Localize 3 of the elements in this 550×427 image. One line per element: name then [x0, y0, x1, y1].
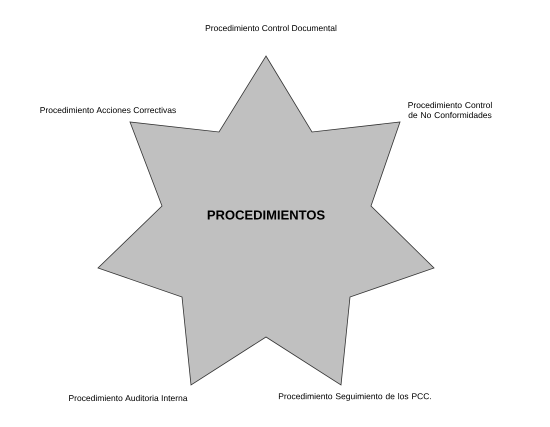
label-text: Procedimiento Auditoria Interna — [69, 394, 188, 402]
label-text: Procedimiento Control Documental — [206, 24, 336, 32]
label-text: Procedimiento Seguimiento de los PCC. — [278, 393, 431, 401]
